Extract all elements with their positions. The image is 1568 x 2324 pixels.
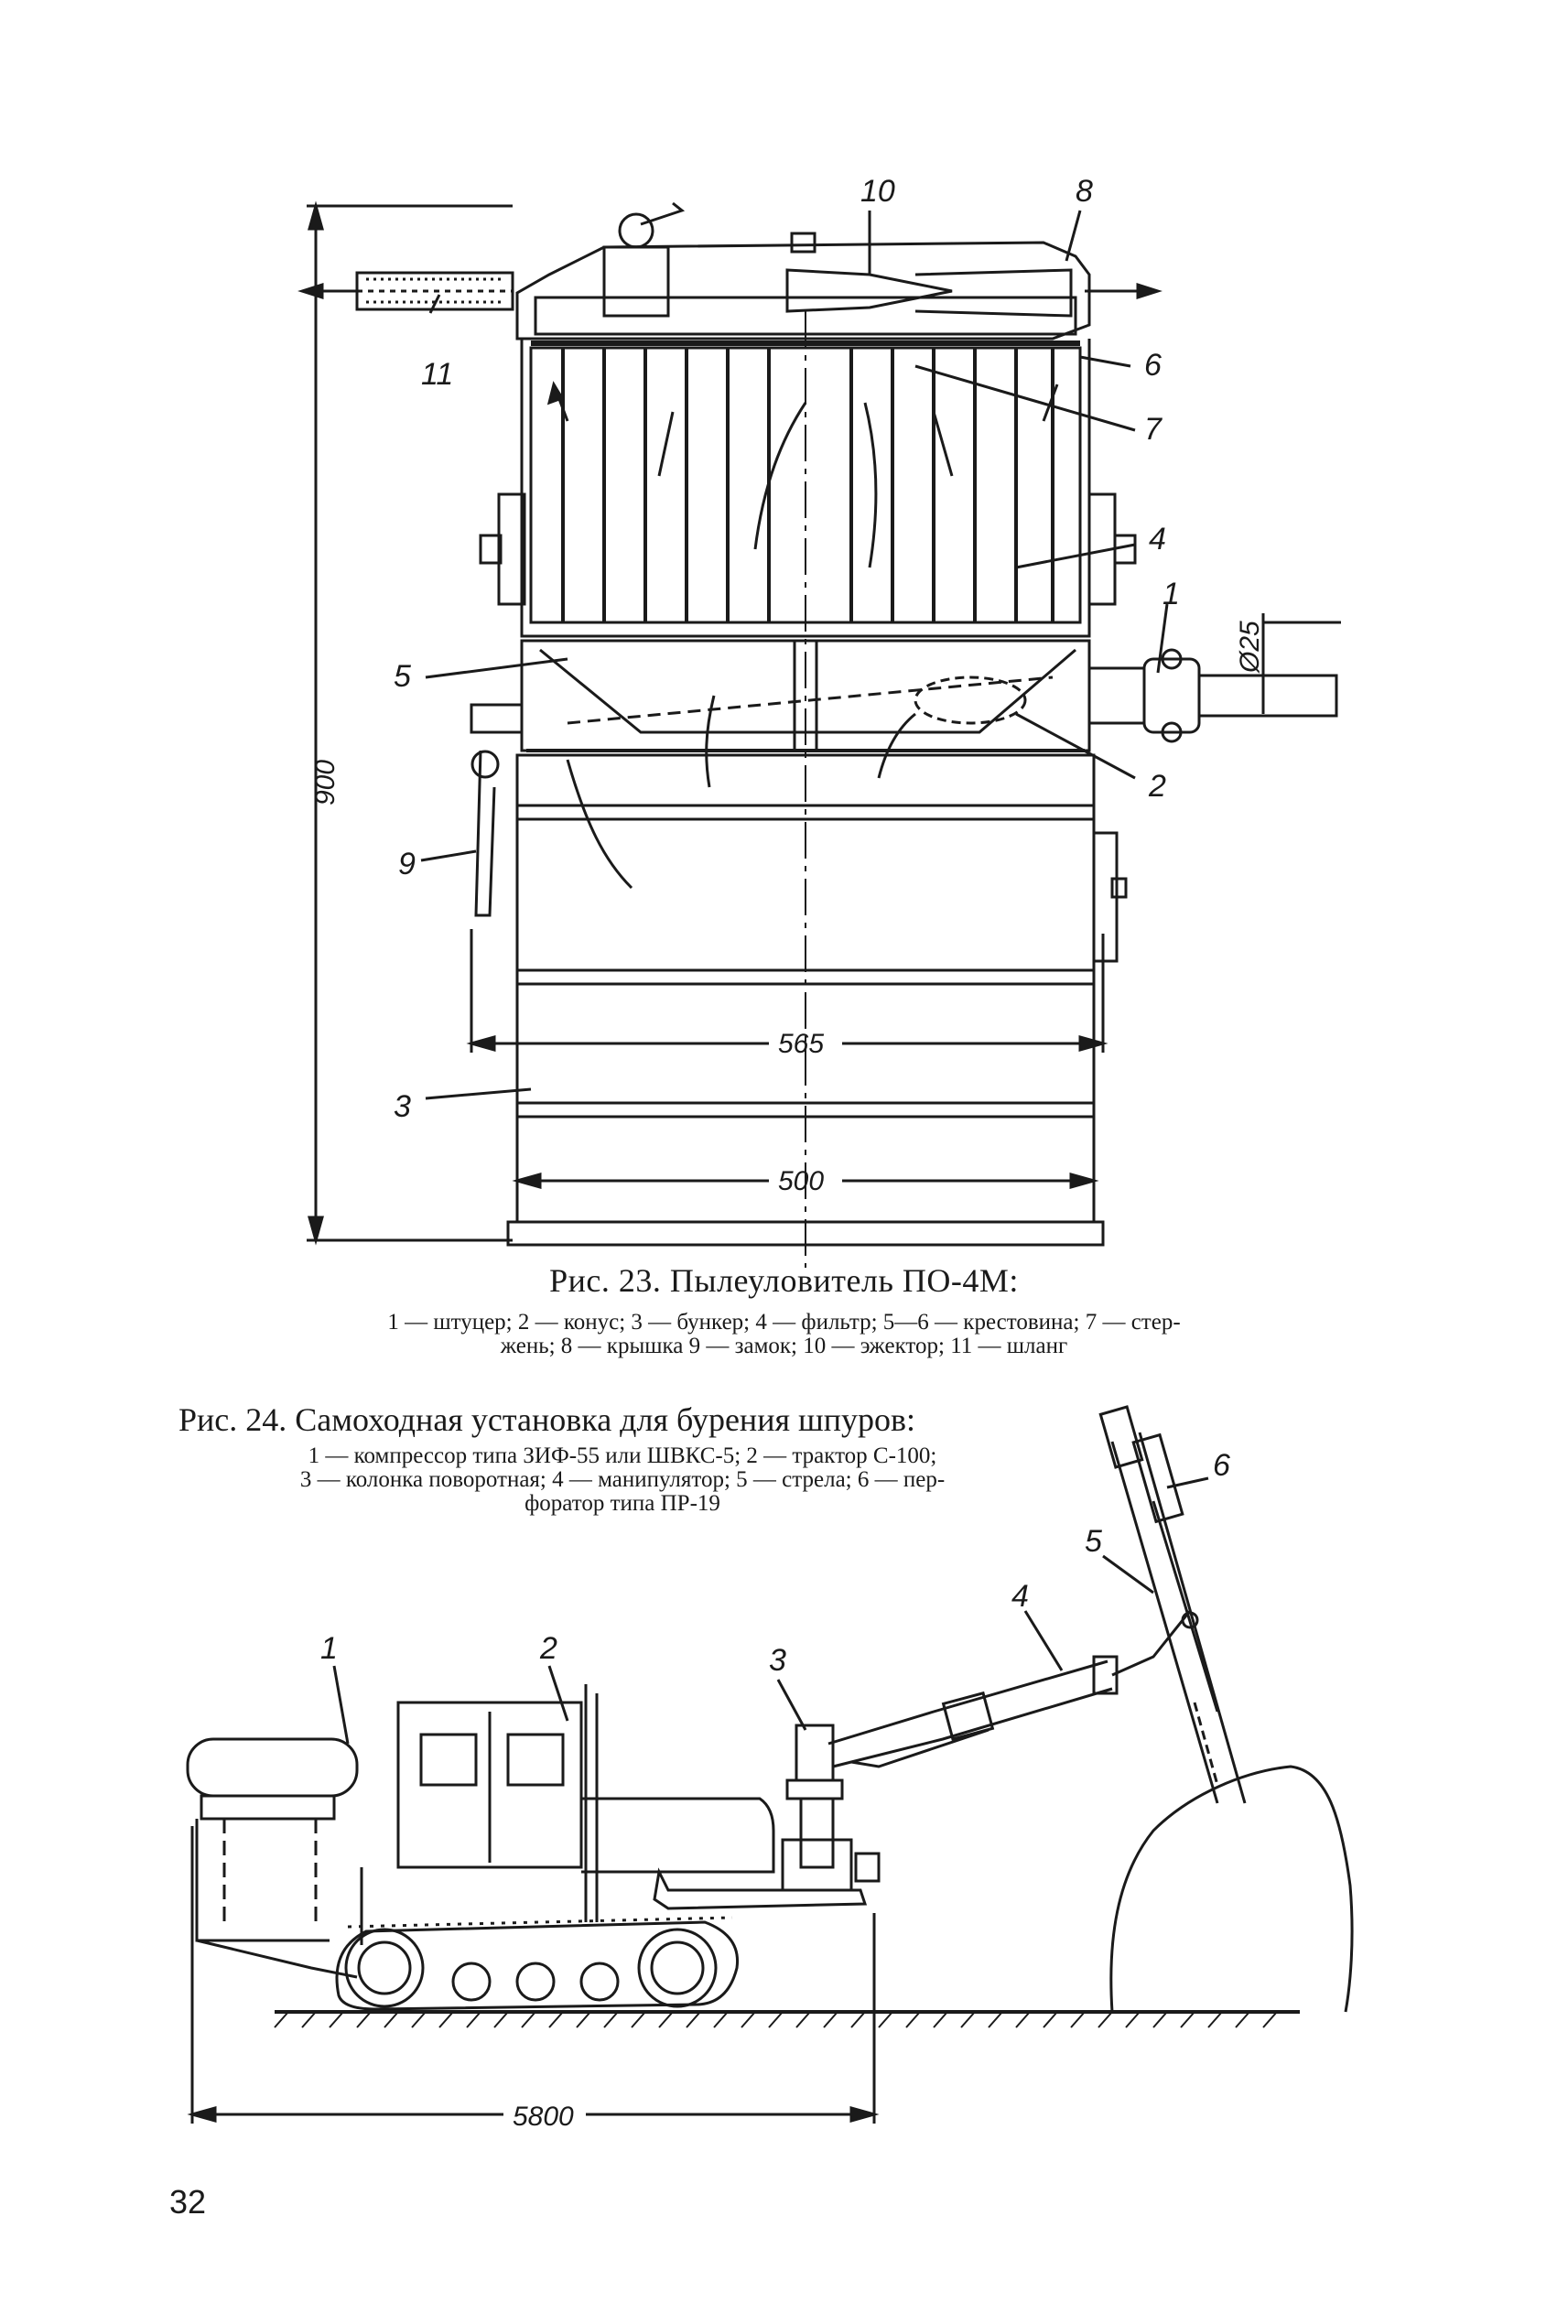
fig23-label-6: 6 <box>1144 348 1162 383</box>
fig23-label-5: 5 <box>394 659 411 694</box>
fig24-label-3: 3 <box>769 1643 786 1678</box>
fig23-label-3: 3 <box>394 1089 411 1124</box>
fig23-label-7: 7 <box>1144 412 1162 447</box>
fig24-label-4: 4 <box>1011 1579 1029 1614</box>
dimension-length: 5800 <box>513 2102 574 2132</box>
page-number: 32 <box>169 2183 207 2221</box>
fig24-label-1: 1 <box>320 1631 338 1666</box>
figure-24-caption-title: Рис. 24. Самоходная установка для бурени… <box>178 1401 916 1438</box>
figure-24-caption-line3: форатор типа ПР-19 <box>524 1491 720 1516</box>
dimension-width-outer: 565 <box>778 1029 824 1059</box>
figure-23-caption-title: Рис. 23. Пылеуловитель ПО-4М: <box>549 1262 1019 1299</box>
fig23-label-9: 9 <box>398 847 416 881</box>
figure-23-labels: 10 8 11 6 7 4 1 5 2 9 3 900 565 500 Ø25 <box>310 174 1265 1196</box>
fig24-label-5: 5 <box>1085 1524 1102 1559</box>
fig23-label-10: 10 <box>860 174 895 209</box>
fig24-label-6: 6 <box>1213 1448 1230 1483</box>
fig23-label-11: 11 <box>421 357 453 392</box>
figure-23-caption-line2: жень; 8 — крышка 9 — замок; 10 — эжектор… <box>500 1334 1068 1358</box>
figure-23-caption-line1: 1 — штуцер; 2 — конус; 3 — бункер; 4 — ф… <box>387 1310 1181 1335</box>
figure-24-caption-body: 1 — компрессор типа ЗИФ-55 или ШВКС-5; 2… <box>146 1444 1098 1516</box>
figure-24-caption-line2: 3 — колонка поворотная; 4 — манипулятор;… <box>299 1467 946 1492</box>
dimension-width-inner: 500 <box>778 1166 824 1196</box>
fig23-label-4: 4 <box>1149 522 1166 557</box>
dimension-diameter: Ø25 <box>1235 621 1265 674</box>
figure-24-caption-line1: 1 — компрессор типа ЗИФ-55 или ШВКС-5; 2… <box>308 1443 937 1468</box>
fig23-label-1: 1 <box>1162 577 1180 611</box>
fig24-label-2: 2 <box>539 1631 557 1666</box>
figure-23-drawing <box>297 200 1341 1268</box>
fig23-label-8: 8 <box>1076 174 1093 209</box>
dimension-height: 900 <box>310 760 341 805</box>
fig23-label-2: 2 <box>1148 769 1166 804</box>
